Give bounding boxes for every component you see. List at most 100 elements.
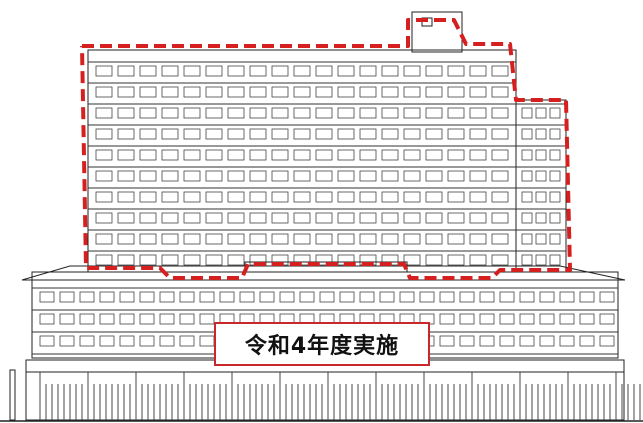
tower-window xyxy=(293,128,311,140)
wing-window xyxy=(535,170,547,182)
tower-window xyxy=(227,191,245,203)
wing-window xyxy=(521,149,533,161)
tower-window xyxy=(315,191,333,203)
podium-window xyxy=(219,291,235,303)
wing-window xyxy=(549,128,561,140)
podium-window xyxy=(99,291,115,303)
podium-window xyxy=(599,313,615,325)
tower-window xyxy=(469,149,487,161)
tower-window xyxy=(403,170,421,182)
tower-window xyxy=(183,149,201,161)
podium-window xyxy=(159,313,175,325)
tower-window xyxy=(469,212,487,224)
tower-window xyxy=(403,212,421,224)
tower-window xyxy=(359,191,377,203)
podium-window xyxy=(59,291,75,303)
wing-window xyxy=(549,191,561,203)
podium-window xyxy=(359,291,375,303)
tower-window xyxy=(425,128,443,140)
tower-window xyxy=(205,170,223,182)
tower-window xyxy=(293,233,311,245)
construction-year-label: 令和4年度実施 xyxy=(214,322,430,366)
tower-window xyxy=(227,254,245,266)
podium-window xyxy=(459,335,475,347)
tower-window xyxy=(337,128,355,140)
podium-window xyxy=(419,291,435,303)
tower-window xyxy=(161,170,179,182)
ground-floor-frame xyxy=(25,359,625,421)
tower-window xyxy=(271,149,289,161)
tower-window xyxy=(95,86,113,98)
tower-window xyxy=(425,191,443,203)
tower-window xyxy=(205,86,223,98)
tower-window xyxy=(183,254,201,266)
tower-window xyxy=(249,149,267,161)
tower-window xyxy=(293,212,311,224)
tower-window xyxy=(359,170,377,182)
tower-window xyxy=(491,254,509,266)
podium-window xyxy=(559,291,575,303)
tower-window xyxy=(161,254,179,266)
tower-window xyxy=(183,107,201,119)
podium-window xyxy=(459,313,475,325)
tower-window xyxy=(139,212,157,224)
tower-block xyxy=(87,11,567,273)
wing-window xyxy=(549,107,561,119)
tower-window xyxy=(249,170,267,182)
tower-window xyxy=(117,107,135,119)
tower-window xyxy=(447,254,465,266)
tower-window xyxy=(491,191,509,203)
tower-window xyxy=(139,65,157,77)
tower-window xyxy=(469,191,487,203)
tower-window xyxy=(359,233,377,245)
podium-window xyxy=(59,313,75,325)
rooftop-structure xyxy=(411,11,463,53)
tower-window xyxy=(447,86,465,98)
podium-window xyxy=(139,291,155,303)
podium-window xyxy=(139,335,155,347)
tower-window xyxy=(95,254,113,266)
tower-window xyxy=(491,65,509,77)
tower-window xyxy=(249,86,267,98)
podium-window xyxy=(539,313,555,325)
tower-window xyxy=(249,212,267,224)
tower-floor-lines xyxy=(88,61,566,273)
tower-window xyxy=(205,233,223,245)
ground-floor xyxy=(0,359,643,422)
tower-window xyxy=(359,107,377,119)
podium-window xyxy=(439,313,455,325)
tower-window xyxy=(315,65,333,77)
tower-window xyxy=(117,191,135,203)
wing-window xyxy=(549,254,561,266)
tower-window xyxy=(95,149,113,161)
tower-window xyxy=(381,65,399,77)
wing-window xyxy=(535,107,547,119)
tower-window xyxy=(337,149,355,161)
tower-window xyxy=(161,191,179,203)
tower-window xyxy=(469,107,487,119)
tower-window xyxy=(249,65,267,77)
podium-window xyxy=(39,291,55,303)
podium-window xyxy=(399,291,415,303)
tower-window xyxy=(491,170,509,182)
tower-window xyxy=(95,191,113,203)
tower-window xyxy=(403,107,421,119)
tower-window xyxy=(381,128,399,140)
tower-window xyxy=(117,254,135,266)
tower-window xyxy=(381,86,399,98)
podium-window xyxy=(99,313,115,325)
podium-window xyxy=(179,335,195,347)
tower-window xyxy=(249,107,267,119)
podium-window xyxy=(99,335,115,347)
podium-window xyxy=(519,291,535,303)
tower-window xyxy=(271,128,289,140)
tower-window-grid xyxy=(95,65,561,266)
podium-window xyxy=(179,291,195,303)
tower-window xyxy=(491,86,509,98)
tower-window xyxy=(337,170,355,182)
tower-window xyxy=(491,107,509,119)
tower-window xyxy=(337,65,355,77)
tower-window xyxy=(315,86,333,98)
wing-window xyxy=(549,233,561,245)
tower-window xyxy=(425,233,443,245)
